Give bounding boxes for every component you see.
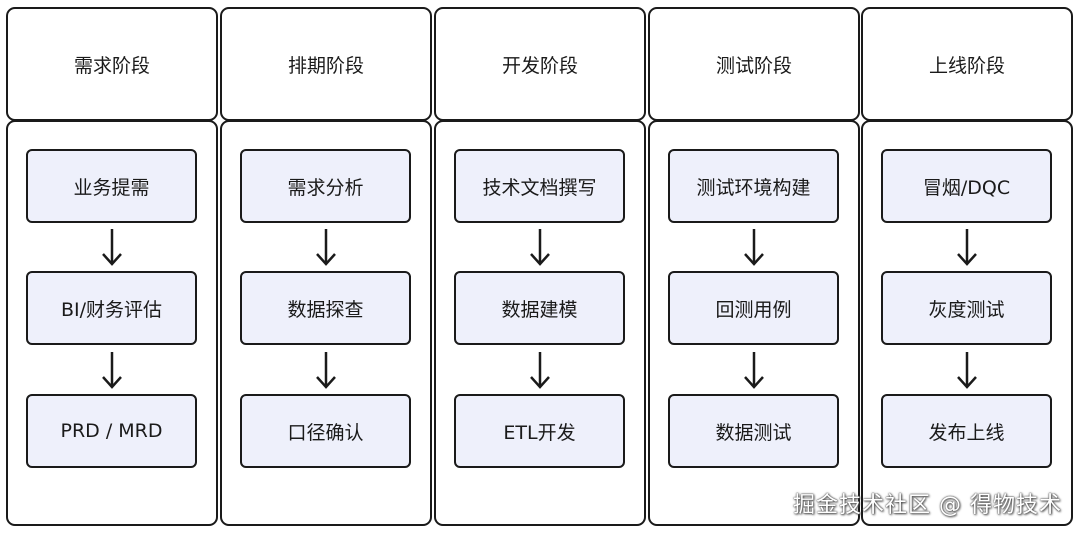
stage-header: 测试阶段 xyxy=(648,7,860,121)
stage-body: 技术文档撰写 数据建模 ETL开发 xyxy=(434,120,646,526)
step-box: 技术文档撰写 xyxy=(454,149,625,223)
step-box: 发布上线 xyxy=(881,394,1052,468)
stage-body: 需求分析 数据探查 口径确认 xyxy=(220,120,432,526)
arrow-down-icon xyxy=(530,352,550,389)
step-box: 需求分析 xyxy=(240,149,411,223)
stage-body: 业务提需 BI/财务评估 PRD / MRD xyxy=(6,120,218,526)
stage-header: 上线阶段 xyxy=(861,7,1073,121)
step-box: 口径确认 xyxy=(240,394,411,468)
stage-header: 排期阶段 xyxy=(220,7,432,121)
stage-header: 开发阶段 xyxy=(434,7,646,121)
step-box: ETL开发 xyxy=(454,394,625,468)
step-box: PRD / MRD xyxy=(26,394,197,468)
step-box: 回测用例 xyxy=(668,271,839,345)
arrow-down-icon xyxy=(316,352,336,389)
stage-body: 冒烟/DQC 灰度测试 发布上线 xyxy=(861,120,1073,526)
arrow-down-icon xyxy=(102,352,122,389)
arrow-down-icon xyxy=(957,352,977,389)
stage-header: 需求阶段 xyxy=(6,7,218,121)
stage-body: 测试环境构建 回测用例 数据测试 xyxy=(648,120,860,526)
arrow-down-icon xyxy=(744,229,764,266)
step-box: 数据探查 xyxy=(240,271,411,345)
arrow-down-icon xyxy=(744,352,764,389)
arrow-down-icon xyxy=(530,229,550,266)
step-box: 测试环境构建 xyxy=(668,149,839,223)
arrow-down-icon xyxy=(102,229,122,266)
watermark-text: 掘金技术社区 @ 得物技术 xyxy=(793,493,1062,518)
step-box: 冒烟/DQC xyxy=(881,149,1052,223)
arrow-down-icon xyxy=(316,229,336,266)
step-box: 数据测试 xyxy=(668,394,839,468)
step-box: 数据建模 xyxy=(454,271,625,345)
arrow-down-icon xyxy=(957,229,977,266)
step-box: BI/财务评估 xyxy=(26,271,197,345)
step-box: 业务提需 xyxy=(26,149,197,223)
step-box: 灰度测试 xyxy=(881,271,1052,345)
